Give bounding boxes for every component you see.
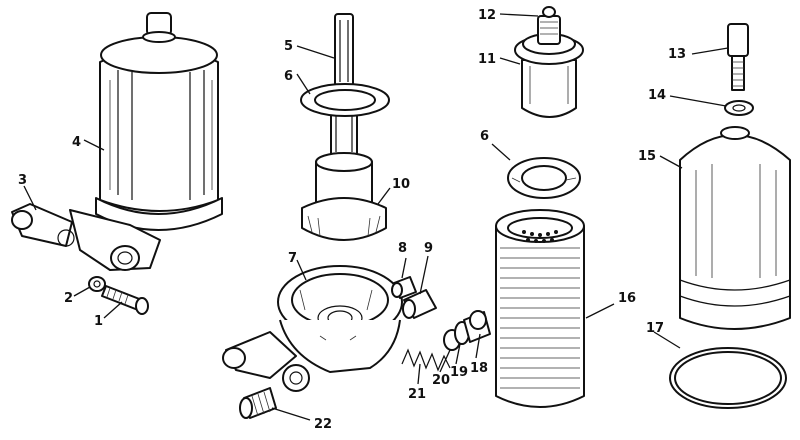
label-4: 4 [72,135,81,150]
label-16: 16 [618,291,636,306]
label-17: 17 [646,321,664,336]
label-12: 12 [478,8,496,23]
part-22-plug [239,387,277,419]
label-11: 11 [478,52,496,67]
label-1: 1 [94,314,103,329]
part-21-spring [401,348,451,372]
label-8: 8 [398,241,407,256]
part-13-bolt [727,23,749,91]
part-7-filter-base [222,265,403,392]
part-1-bolt [101,285,149,315]
part-8-nut [391,276,417,299]
label-15: 15 [638,149,656,164]
part-6-seal-upper [300,83,390,117]
label-5: 5 [284,39,293,54]
part-11-cap-assembly [514,33,584,118]
label-10: 10 [392,177,410,192]
label-20: 20 [432,373,450,388]
label-9: 9 [424,241,433,256]
part-10-stem-base [301,152,387,241]
part-12-valve-top [537,6,561,45]
label-3: 3 [18,173,27,188]
part-4-filter-housing [11,12,223,271]
label-14: 14 [648,88,666,103]
label-2: 2 [64,291,73,306]
part-14-washer [724,100,754,116]
label-19: 19 [450,365,468,380]
part-16-filter-element [495,209,585,408]
part-9-sleeve [402,289,437,319]
part-2-washer [88,276,106,292]
part-6-seal-lower [507,157,581,199]
filter-pleats [500,247,580,389]
leader-lines [23,13,729,421]
label-13: 13 [668,47,686,62]
label-18: 18 [470,361,488,376]
label-7: 7 [288,251,297,266]
part-number-labels: 1 2 3 4 5 6 6 7 8 9 10 11 12 13 14 15 16… [18,8,686,432]
label-6-lower: 6 [480,129,489,144]
filter-holes [522,230,558,243]
part-15-filter-housing [679,126,791,330]
label-21: 21 [408,387,426,402]
label-22: 22 [314,417,332,432]
part-18-plug-valve [463,310,491,343]
label-6-upper: 6 [284,69,293,84]
part-17-gasket-ring [669,347,787,409]
